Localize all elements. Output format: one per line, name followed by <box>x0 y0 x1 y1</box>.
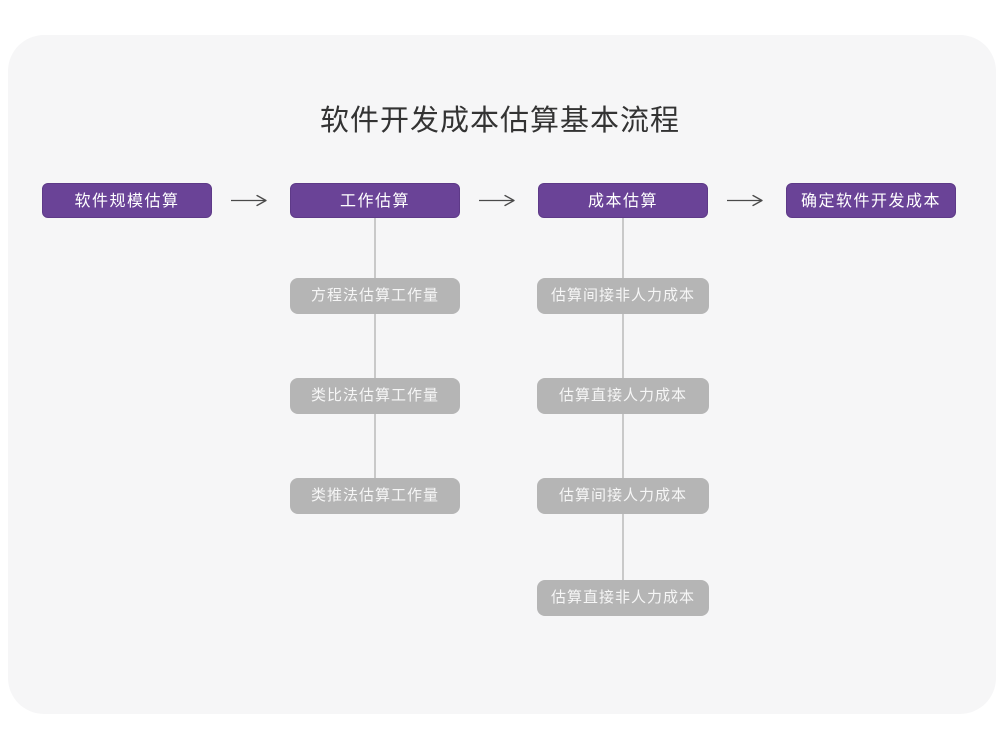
sub-node-indirect-nonlabor-cost: 估算间接非人力成本 <box>537 278 709 314</box>
sub-node-extrapolation-method: 类推法估算工作量 <box>290 478 460 514</box>
right-arrow-icon <box>727 194 763 207</box>
sub-node-direct-labor-cost: 估算直接人力成本 <box>537 378 709 414</box>
flow-node-determine-dev-cost: 确定软件开发成本 <box>786 183 956 218</box>
right-arrow-icon <box>479 194 515 207</box>
sub-node-analogy-method: 类比法估算工作量 <box>290 378 460 414</box>
sub-node-indirect-labor-cost: 估算间接人力成本 <box>537 478 709 514</box>
diagram-card <box>8 35 996 714</box>
right-arrow-icon <box>231 194 267 207</box>
sub-node-direct-nonlabor-cost: 估算直接非人力成本 <box>537 580 709 616</box>
flow-node-work-estimation: 工作估算 <box>290 183 460 218</box>
diagram-title: 软件开发成本估算基本流程 <box>319 105 680 137</box>
sub-node-equation-method: 方程法估算工作量 <box>290 278 460 314</box>
connector-line-work-estimation <box>374 218 376 478</box>
flow-node-cost-estimation: 成本估算 <box>538 183 708 218</box>
flow-node-software-scale-estimation: 软件规模估算 <box>42 183 212 218</box>
